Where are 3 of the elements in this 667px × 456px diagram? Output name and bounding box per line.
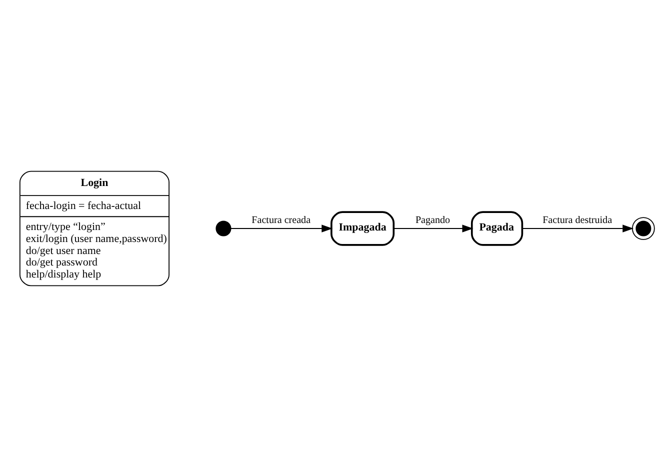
edge-label: Pagando	[415, 214, 450, 226]
edge-label: Factura destruida	[542, 214, 612, 226]
edge-label: Factura creada	[252, 214, 311, 226]
